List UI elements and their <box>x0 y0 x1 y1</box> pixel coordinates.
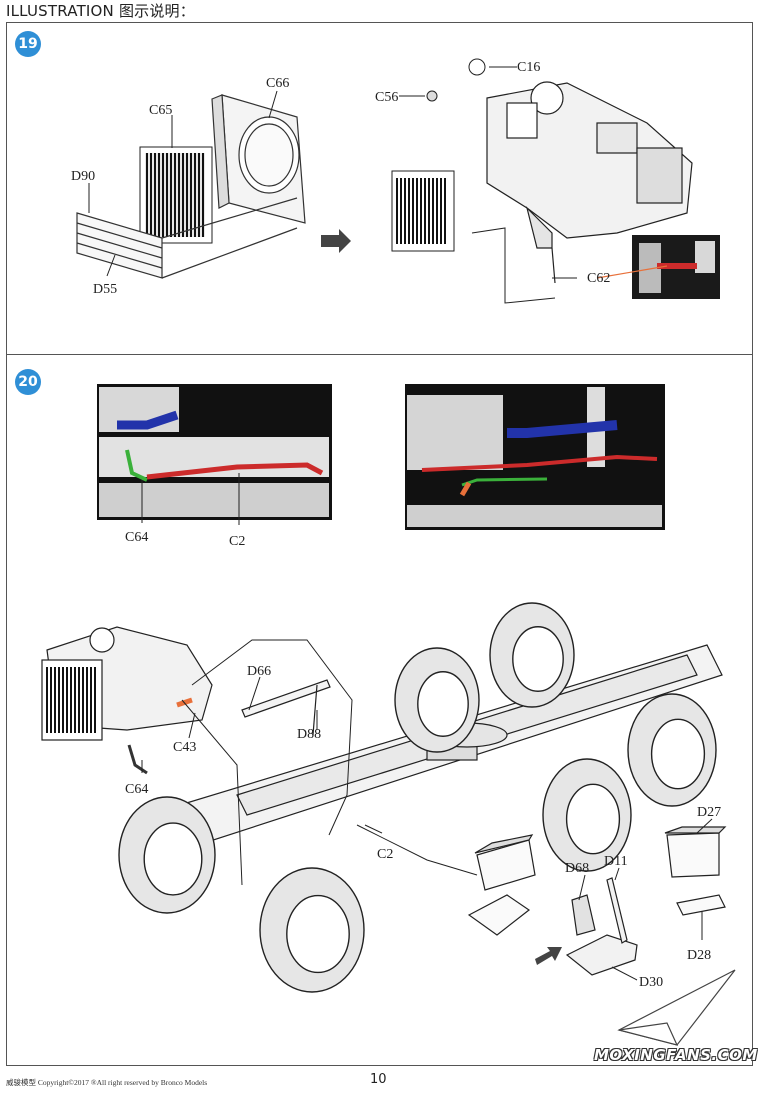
label-d90: D90 <box>71 169 95 184</box>
wheels <box>118 602 717 993</box>
wheel-rim <box>650 718 706 790</box>
leader-lines-19 <box>88 66 577 304</box>
label-c2-top: C2 <box>229 534 245 549</box>
wheel-rim <box>512 626 564 692</box>
step-number-20: 20 <box>15 369 41 395</box>
label-d66: D66 <box>247 664 271 679</box>
step-20-drawing: C64 C2 D66 D88 C43 C64 C2 D27 D68 D11 D2… <box>41 384 736 1046</box>
battery-tray-d30 <box>565 877 638 976</box>
engine-assembly-19 <box>486 81 693 284</box>
engine-assembly-20 <box>41 626 213 775</box>
step-number-19: 19 <box>15 31 41 57</box>
label-c66: C66 <box>266 76 289 91</box>
label-c16: C16 <box>517 60 540 75</box>
label-d27: D27 <box>697 805 721 820</box>
shroud-c66 <box>211 94 306 224</box>
page-header: ILLUSTRATION 图示说明： <box>6 2 195 20</box>
rod-d66 <box>241 679 331 736</box>
battery-d27 <box>664 826 727 916</box>
oil-cooler-d90 <box>76 197 298 279</box>
wheel-rim <box>565 783 621 855</box>
battery-main <box>467 834 536 936</box>
copyright-text: 威骏模型 Copyright©2017 ®All right reserved … <box>6 1078 208 1087</box>
wheel-rim <box>143 822 203 896</box>
label-d30: D30 <box>639 975 663 990</box>
photo-inset-c62 <box>596 235 720 299</box>
label-c65: C65 <box>149 103 172 118</box>
photo-left-c64-c2 <box>97 384 332 525</box>
label-c62: C62 <box>587 271 610 286</box>
wheel-rim <box>286 894 350 974</box>
label-c64-top: C64 <box>125 530 148 545</box>
paper-plane-icon <box>617 969 736 1046</box>
arrow-hatched-20 <box>535 947 562 965</box>
watermark: MOXINGFANS.COM <box>594 1046 758 1064</box>
label-d28: D28 <box>687 948 711 963</box>
cap-c16 <box>468 58 486 76</box>
step-19-panel: 19 <box>6 22 753 355</box>
label-c56: C56 <box>375 90 398 105</box>
radiator-c65 <box>139 146 213 244</box>
arrow-hatched-19 <box>321 229 351 253</box>
step-19-drawing: C65 C66 D90 D55 C56 C16 C62 <box>71 58 720 304</box>
label-d68: D68 <box>565 861 589 876</box>
label-c43: C43 <box>173 740 196 755</box>
label-c64: C64 <box>125 782 148 797</box>
label-d55: D55 <box>93 282 117 297</box>
label-d88: D88 <box>297 727 321 742</box>
step-20-panel: 20 <box>6 354 753 1066</box>
wheel-rim <box>417 671 469 737</box>
clip-c56 <box>426 90 438 102</box>
label-c2: C2 <box>377 847 393 862</box>
radiator-assembled-19 <box>391 170 455 252</box>
page-number: 10 <box>370 1072 387 1087</box>
label-d11: D11 <box>604 854 628 869</box>
photo-right-c64-c2 <box>405 384 665 530</box>
leader-lines-20 <box>141 639 713 981</box>
